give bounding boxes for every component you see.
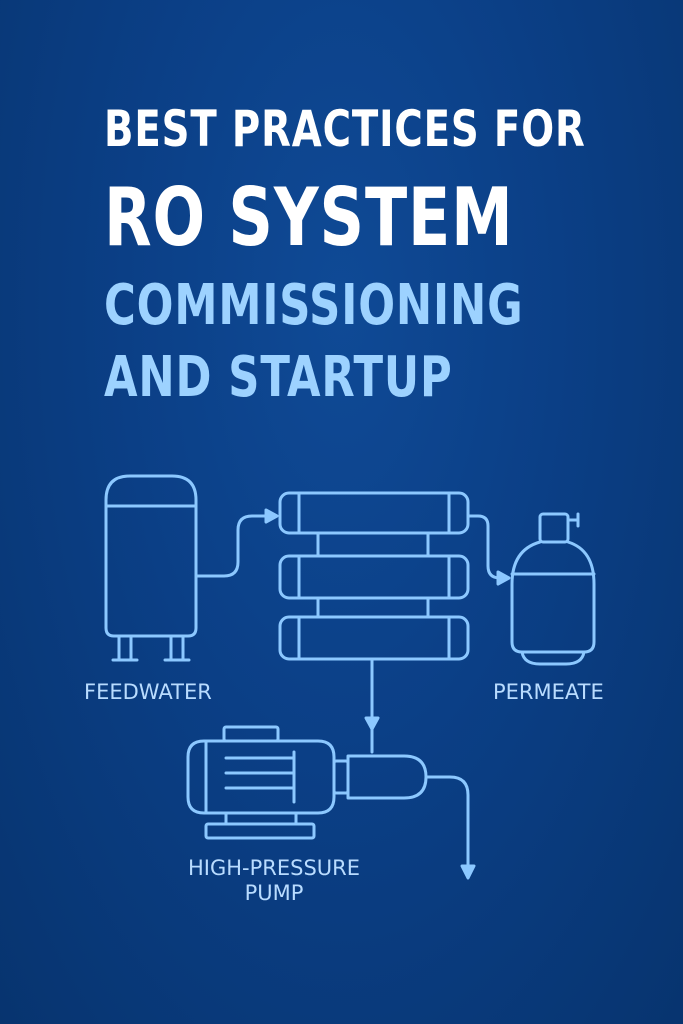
feedwater-label: FEEDWATER [84,680,212,704]
membrane-vessels-icon [278,491,470,661]
pump-label-line-2: PUMP [244,881,304,906]
permeate-tank-icon [510,512,596,666]
title-block: BEST PRACTICES FOR RO SYSTEM COMMISSIONI… [104,104,664,406]
pump-label: HIGH-PRESSURE PUMP [180,856,368,906]
permeate-pipe [466,514,511,586]
title-line-1: BEST PRACTICES FOR [104,100,586,158]
feed-pipe [194,508,279,578]
pump-label-line-1: HIGH-PRESSURE [187,856,361,880]
title-line-2: RO SYSTEM [104,171,514,264]
high-pressure-pump-icon [186,725,476,880]
feedwater-tank-icon [104,474,198,662]
title-line-3: COMMISSIONING [104,273,524,338]
title-line-4: AND STARTUP [104,345,453,410]
pump-feed-pipe [364,657,380,754]
permeate-label: PERMEATE [493,680,604,704]
